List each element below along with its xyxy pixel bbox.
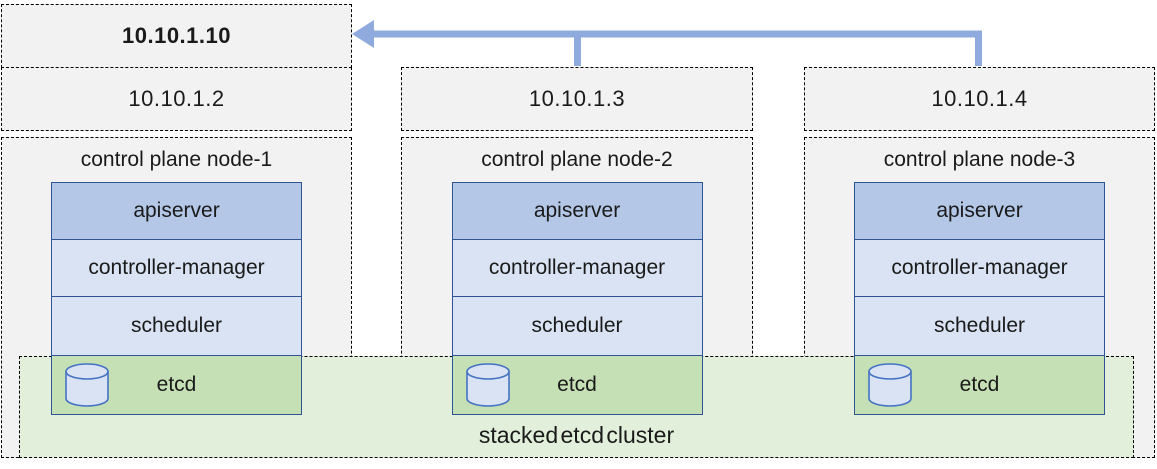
node-2-apiserver-box: apiserver bbox=[451, 182, 703, 240]
node-2-controller-manager-box: controller-manager bbox=[451, 238, 703, 298]
database-icon bbox=[866, 362, 914, 408]
load-balancer-box: 10.10.1.10 bbox=[1, 4, 352, 68]
node-1-component-stack: apiserver controller-manager scheduler e… bbox=[51, 182, 302, 415]
node-2-ip: 10.10.1.3 bbox=[528, 86, 626, 111]
load-balancer-ip: 10.10.1.10 bbox=[122, 23, 231, 48]
node-1-title: control plane node-1 bbox=[80, 148, 273, 171]
node-3-etcd-box: etcd bbox=[854, 354, 1105, 415]
node-3-ip: 10.10.1.4 bbox=[931, 86, 1028, 111]
database-icon bbox=[63, 362, 111, 408]
node-1-scheduler-box: scheduler bbox=[51, 296, 302, 356]
stacked-etcd-cluster-label: stacked etcd cluster bbox=[478, 422, 675, 448]
node-3-component-stack: apiserver controller-manager scheduler e… bbox=[854, 182, 1105, 415]
arrowhead-icon bbox=[352, 20, 374, 48]
node-1-etcd-box: etcd bbox=[51, 354, 302, 415]
control-plane-node-3: control plane node-3 apiserver controlle… bbox=[804, 137, 1155, 458]
node-3-controller-manager-box: controller-manager bbox=[854, 238, 1105, 298]
node-2-etcd-box: etcd bbox=[451, 354, 703, 415]
node-3-title: control plane node-3 bbox=[883, 148, 1076, 171]
node-1-ip: 10.10.1.2 bbox=[128, 86, 225, 111]
node-3-scheduler-box: scheduler bbox=[854, 296, 1105, 356]
node-1-ip-box: 10.10.1.2 bbox=[1, 67, 352, 131]
node-3-apiserver-box: apiserver bbox=[854, 182, 1105, 240]
database-icon bbox=[464, 362, 512, 408]
node-2-etcd-label: etcd bbox=[557, 372, 597, 396]
node-1-etcd-label: etcd bbox=[156, 372, 197, 396]
node-2-title: control plane node-2 bbox=[481, 148, 673, 171]
node-3-etcd-label: etcd bbox=[959, 372, 1000, 396]
control-plane-node-2: control plane node-2 apiserver controlle… bbox=[401, 137, 753, 458]
node-2-component-stack: apiserver controller-manager scheduler e… bbox=[451, 182, 703, 415]
node-1-controller-manager-box: controller-manager bbox=[51, 238, 302, 298]
node-2-ip-box: 10.10.1.3 bbox=[401, 67, 753, 131]
node-3-ip-box: 10.10.1.4 bbox=[804, 67, 1155, 131]
node-1-apiserver-box: apiserver bbox=[51, 182, 302, 240]
node-2-scheduler-box: scheduler bbox=[451, 296, 703, 356]
control-plane-node-1: control plane node-1 apiserver controlle… bbox=[1, 137, 352, 458]
